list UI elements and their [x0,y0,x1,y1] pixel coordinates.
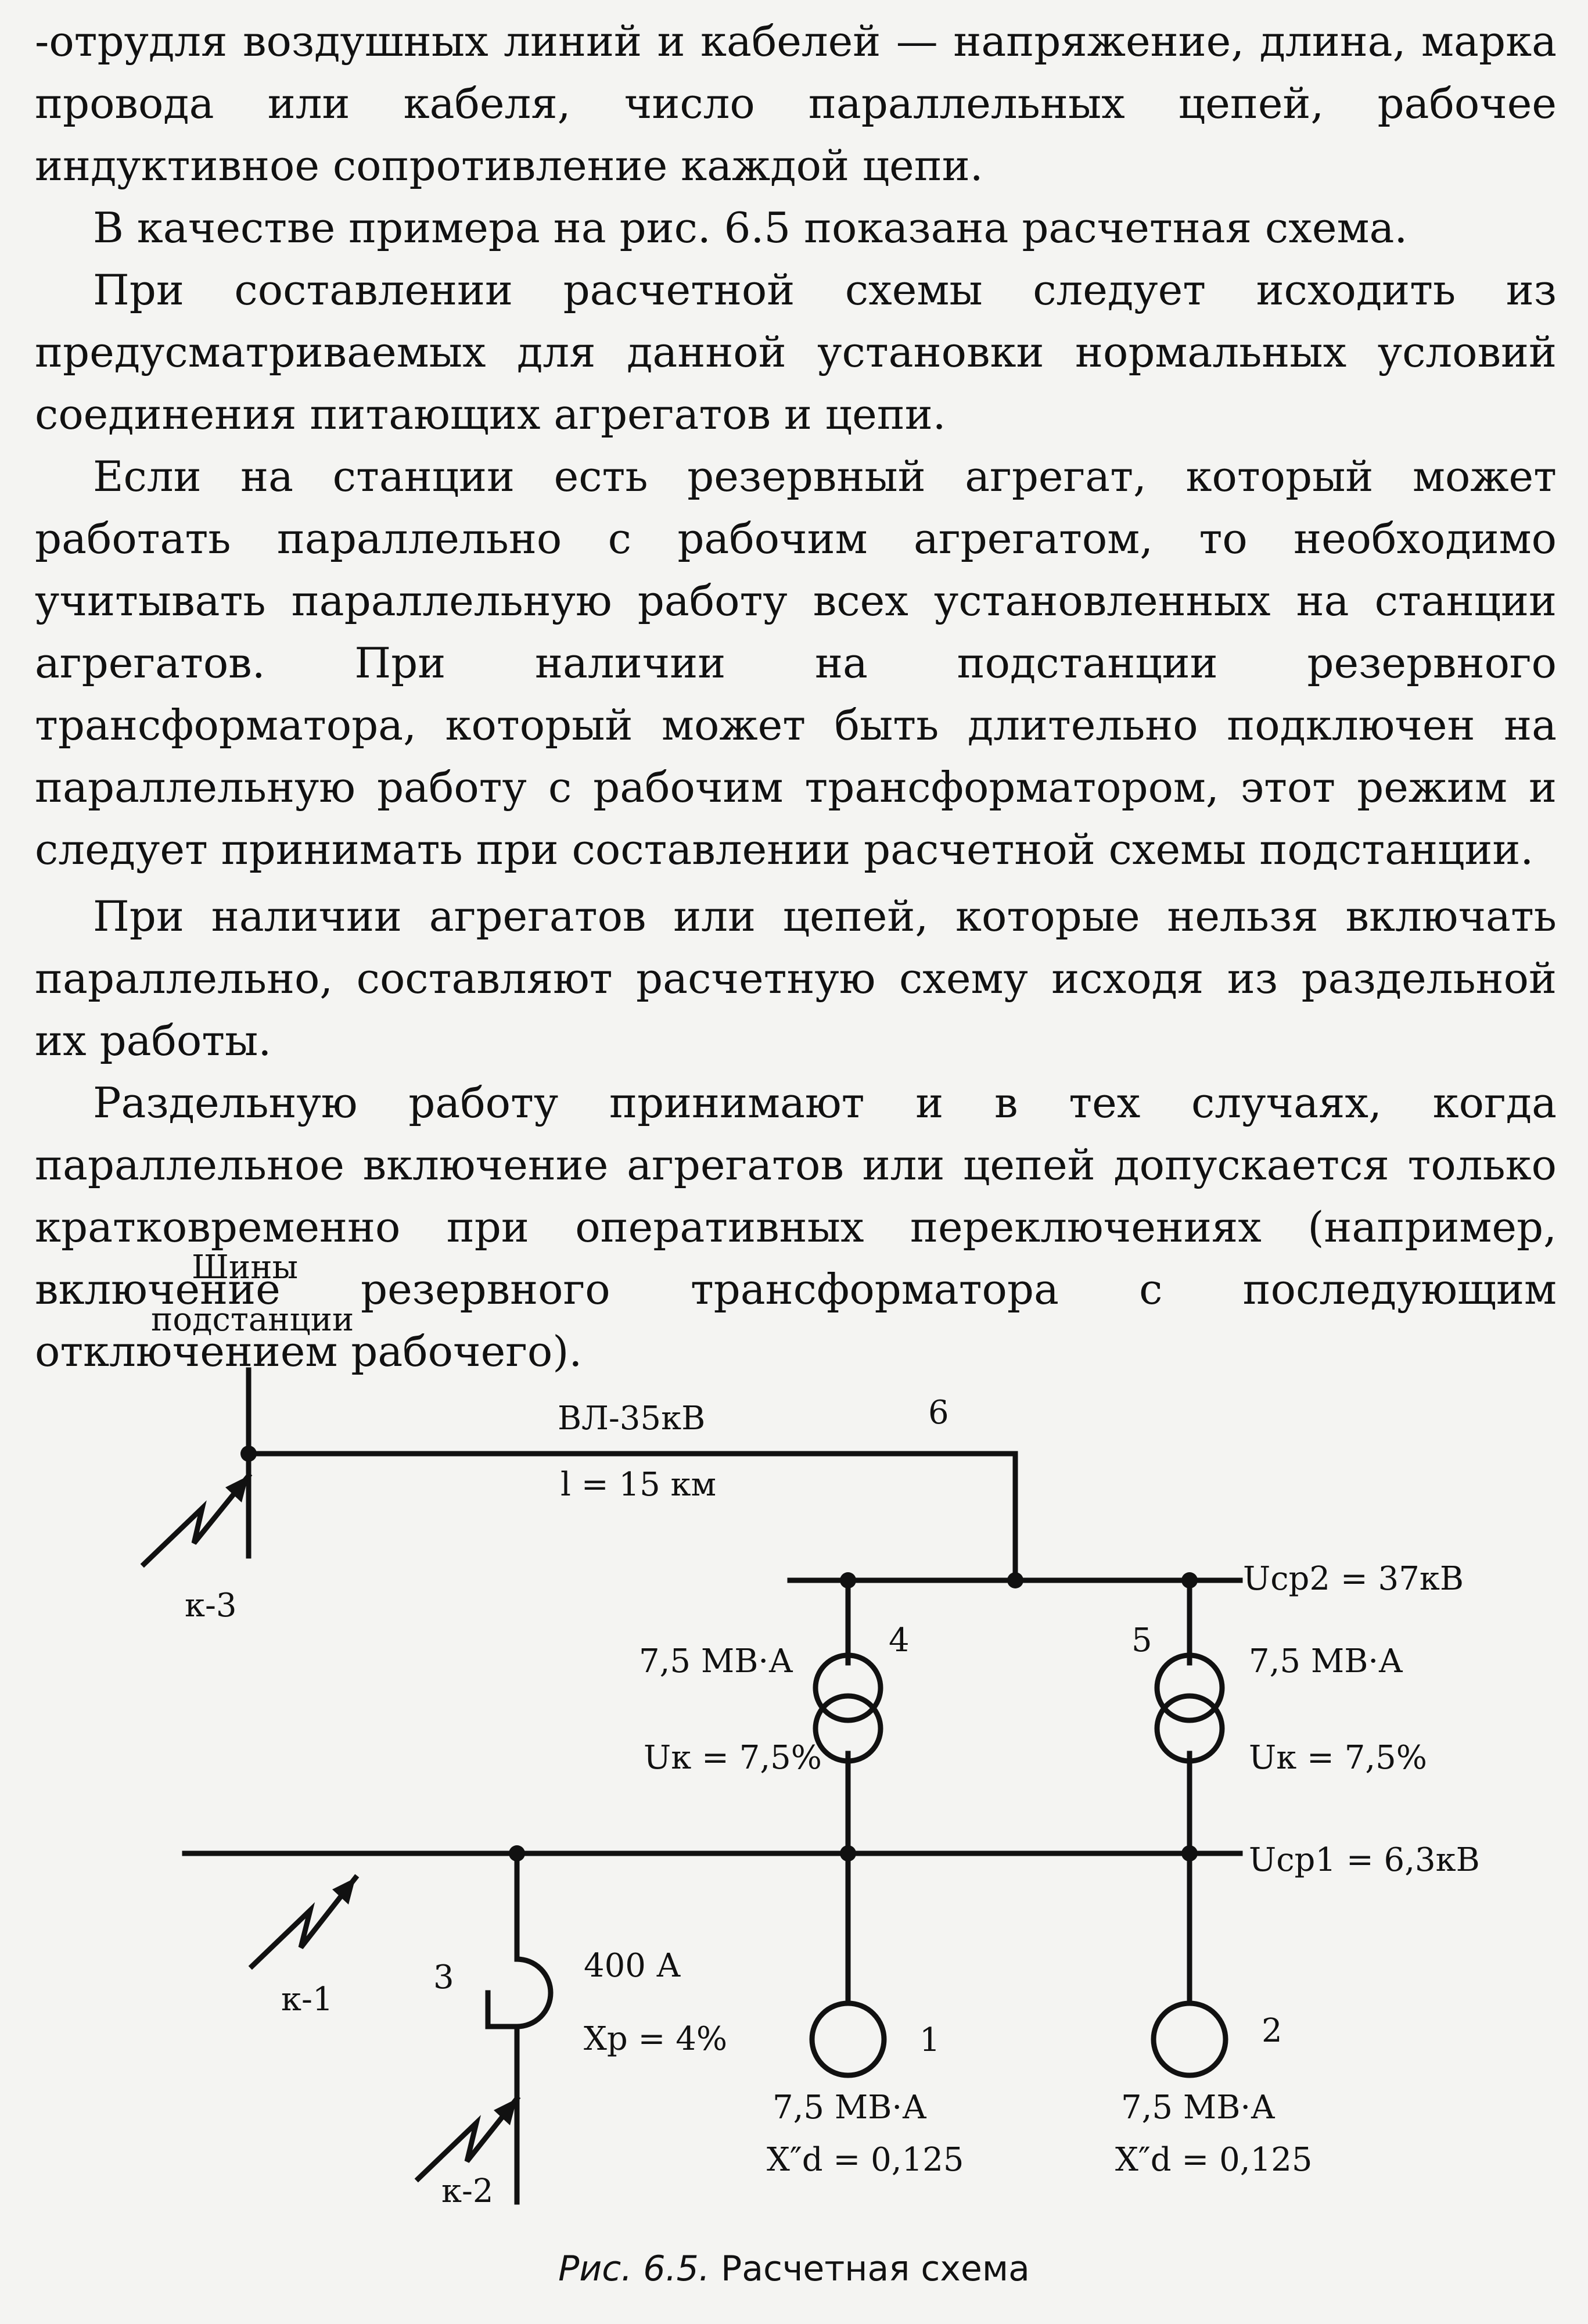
paragraph: В качестве примера на рис. 6.5 показана … [93,203,1408,252]
line-name-label: ВЛ-35кВ [558,1400,705,1437]
t4-number-label: 4 [889,1622,910,1659]
reactor-xp-label: Xр = 4% [584,2020,727,2058]
junction-dot [509,1845,525,1862]
fault-k2-arrowhead [494,2099,517,2125]
junction-dot [840,1845,856,1862]
bus-title-line1: Шины [192,1249,298,1286]
bus1-voltage-label: Uср1 = 6,3кВ [1249,1841,1480,1879]
caption-number: Рис. 6.5. [558,2248,710,2289]
reactor-current-label: 400 А [584,1947,681,1985]
t5-winding-upper [1154,1652,1225,1723]
junction-dot [840,1572,856,1588]
paragraph: -отрудля воздушных линий и кабелей — нап… [35,17,1557,190]
caption-title: Расчетная схема [721,2248,1030,2289]
line-length-label: l = 15 км [561,1466,716,1504]
figure-caption: Рис. 6.5. Расчетная схема [0,2248,1588,2289]
t4-winding-lower [813,1693,883,1764]
junction-dot [1007,1572,1023,1588]
g2-xd-label: X″d = 0,125 [1115,2141,1312,2179]
t5-uk-label: Uк = 7,5% [1249,1739,1427,1777]
fault-k3-arrow [140,1472,253,1568]
t4-rating-label: 7,5 МВ·А [639,1642,793,1680]
fault-k3-arrowhead [225,1476,249,1502]
fault-k3-label: к-3 [185,1587,237,1624]
g1-number-label: 1 [919,2021,940,2059]
g2-symbol [1151,2000,1228,2078]
junction-dot [1181,1845,1198,1862]
fault-k2-label: к-2 [441,2172,494,2208]
junction-dot [240,1446,257,1462]
fault-k2-arrow [414,2095,521,2183]
line-number-label: 6 [928,1394,949,1432]
diagram-svg: Шины подстанции ВЛ-35кВ l = 15 км 6 к-3 … [140,1249,1480,2208]
fault-k1-arrowhead [332,1878,355,1905]
g1-symbol [809,2000,887,2078]
t5-number-label: 5 [1131,1622,1152,1659]
t4-uk-label: Uк = 7,5% [644,1739,822,1777]
overhead-line [246,1451,1018,1583]
reactor-number-label: 3 [433,1959,454,1996]
fault-k1-arrow [248,1874,360,1970]
t5-rating-label: 7,5 МВ·А [1249,1642,1403,1680]
circuit-diagram: Шины подстанции ВЛ-35кВ l = 15 км 6 к-3 … [0,1220,1588,2208]
g1-xd-label: X″d = 0,125 [767,2141,964,2179]
g1-rating-label: 7,5 МВ·А [773,2089,927,2126]
bus2-voltage-label: Uср2 = 37кВ [1243,1560,1464,1598]
g2-rating-label: 7,5 МВ·А [1121,2089,1276,2126]
reactor-symbol [485,1956,554,2029]
t4-winding-upper [813,1652,883,1723]
paragraph: При составлении расчетной схемы следует … [35,266,1557,439]
g2-number-label: 2 [1262,2012,1282,2050]
body-text: -отрудля воздушных линий и кабелей — нап… [35,10,1557,1383]
junction-dot [1181,1572,1198,1588]
t5-winding-lower [1154,1693,1225,1764]
paragraph: Раздельную работу принимают и в тех случ… [35,1078,1557,1376]
fault-k1-label: к-1 [281,1981,333,2018]
bus-title-line2: подстанции [151,1301,354,1339]
paragraph: Если на станции есть резервный агрегат, … [35,452,1557,874]
paragraph: При наличии агрегатов или цепей, которые… [35,892,1557,1065]
